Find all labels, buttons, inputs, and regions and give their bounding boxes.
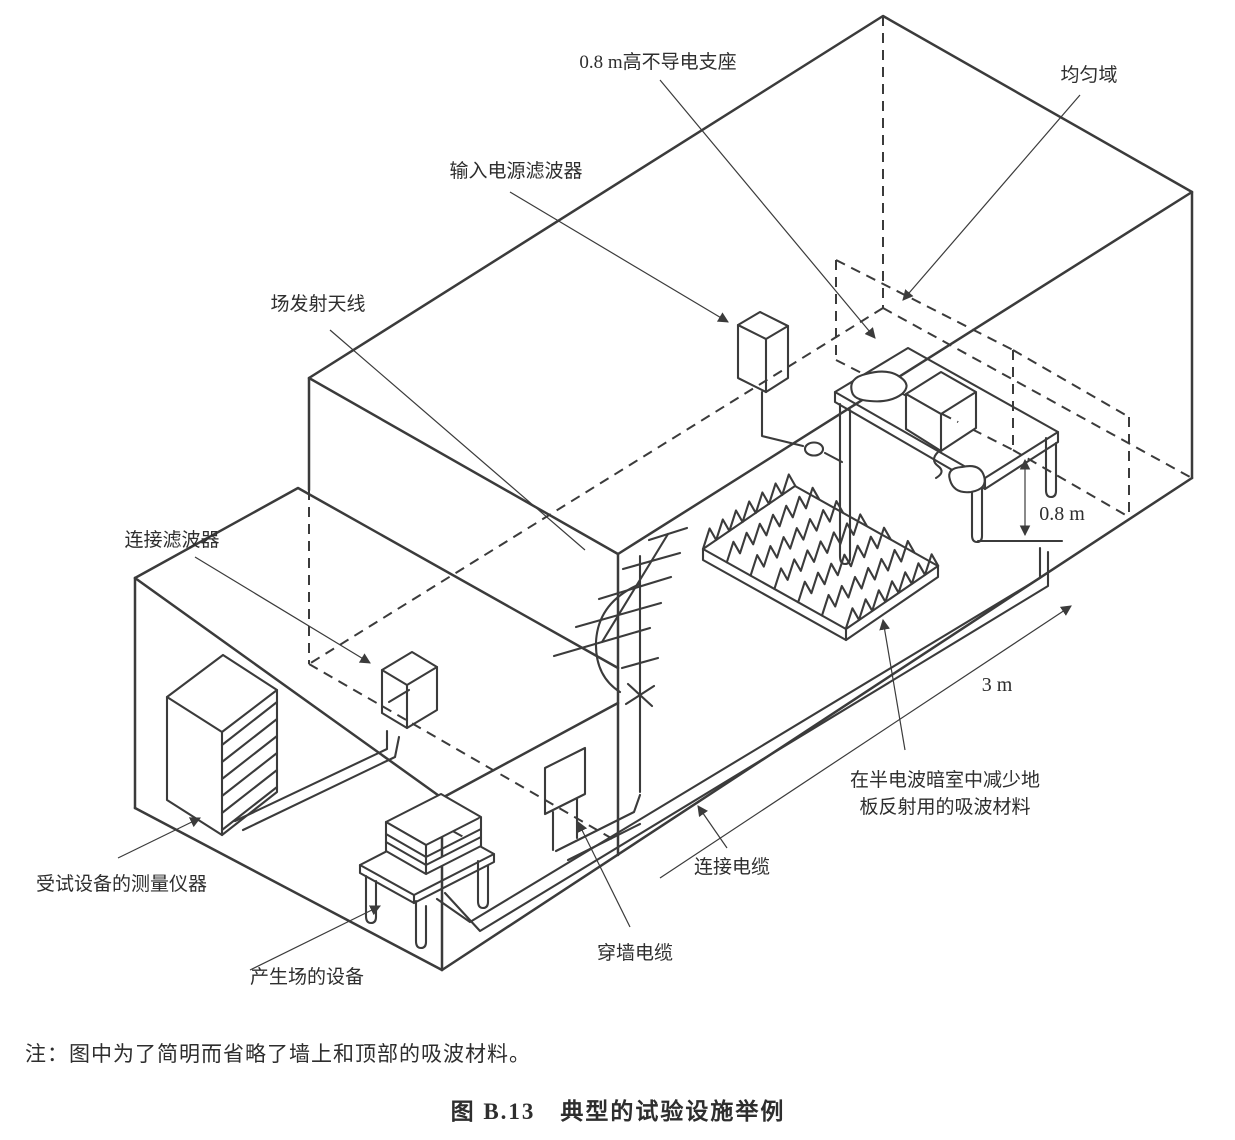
leader-antenna <box>329 329 586 551</box>
power-filter-box <box>736 310 844 464</box>
label-wall-cable: 穿墙电缆 <box>596 943 674 964</box>
leader-absorber <box>879 618 906 751</box>
ferrite-loop <box>803 441 825 457</box>
leader-connection-filter <box>194 556 371 664</box>
eut-table <box>833 346 1060 566</box>
cable-runs <box>233 546 1050 933</box>
dimension-3m <box>659 605 1072 879</box>
chamber-outline <box>133 14 1194 972</box>
label-connection-filter: 连接滤波器 <box>124 530 220 551</box>
leader-uniform-area <box>902 94 1081 301</box>
leader-wall-cable <box>577 821 631 928</box>
field-generating-equipment <box>358 792 496 950</box>
dimension-0-8m <box>976 458 1064 543</box>
leader-connection-cable <box>697 805 728 849</box>
label-antenna: 场发射天线 <box>270 294 366 315</box>
eut-items <box>850 370 986 494</box>
connection-filter-box <box>380 650 439 730</box>
instrument-rack <box>165 653 279 837</box>
label-support: 0.8 m高不导电支座 <box>579 52 737 73</box>
leader-lines <box>117 79 1081 971</box>
field-antenna <box>552 526 689 794</box>
leader-power-filter <box>509 191 729 323</box>
label-dim-distance: 3 m <box>981 674 1013 696</box>
uniform-area-plane <box>835 259 1130 518</box>
absorber-array <box>701 473 940 642</box>
label-dim-height: 0.8 m <box>1039 503 1085 525</box>
label-absorber-line1: 在半电波暗室中减少地 <box>849 770 1040 791</box>
label-connection-cable: 连接电缆 <box>693 857 771 878</box>
leader-support <box>659 79 876 339</box>
label-power-filter: 输入电源滤波器 <box>449 161 583 182</box>
figure-note: 注：图中为了简明而省略了墙上和顶部的吸波材料。 <box>25 1042 531 1066</box>
leader-field-equipment <box>249 905 381 971</box>
figure-caption: 图 B.13 典型的试验设施举例 <box>450 1099 786 1124</box>
label-uniform-area: 均匀域 <box>1060 65 1118 86</box>
hidden-edges <box>308 16 1191 843</box>
leader-measuring-instruments <box>117 817 201 859</box>
label-measuring-instruments: 受试设备的测量仪器 <box>36 874 208 895</box>
label-field-equipment: 产生场的设备 <box>249 967 365 988</box>
label-absorber-line2: 板反射用的吸波材料 <box>859 796 1031 818</box>
label-absorber: 在半电波暗室中减少地 板反射用的吸波材料 <box>825 768 1065 821</box>
